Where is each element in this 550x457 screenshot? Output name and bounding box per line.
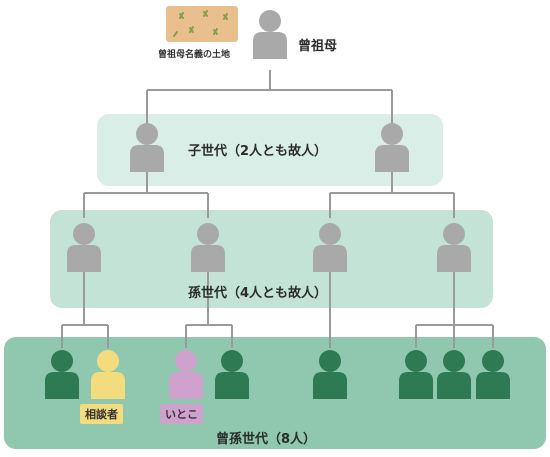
grandchildren-generation-label: 孫世代（4人とも故人） [188, 286, 328, 301]
great-grandchild-7-icon [437, 350, 471, 399]
great-grandchild-4-icon [215, 350, 249, 399]
grandchild-4-icon [437, 223, 471, 272]
grass-sprouts [173, 10, 228, 37]
grandchildren-generation-band [50, 210, 493, 308]
children-generation-label: 子世代（2人とも故人） [188, 144, 328, 159]
child-2-icon [375, 123, 409, 172]
great-grandchild-6-icon [399, 350, 433, 399]
great-grandchild-1-icon [45, 350, 79, 399]
cousin-icon [169, 350, 203, 399]
great-grandchildren-generation-label: 曾孫世代（8人） [216, 432, 317, 447]
land-icon [166, 6, 238, 42]
great-grandchild-5-icon [313, 350, 347, 399]
great-grandchild-8-icon [476, 350, 510, 399]
great-grandmother-label: 曾祖母 [298, 39, 338, 54]
great-grandmother-icon [253, 10, 287, 59]
consultant-tag: 相談者 [80, 404, 123, 424]
grandchild-3-icon [313, 223, 347, 272]
land-caption: 曾祖母名義の土地 [158, 50, 231, 60]
child-1-icon [130, 123, 164, 172]
grandchild-2-icon [191, 223, 225, 272]
grandchild-1-icon [67, 223, 101, 272]
cousin-tag: いとこ [160, 404, 203, 424]
consultant-icon [91, 350, 125, 399]
